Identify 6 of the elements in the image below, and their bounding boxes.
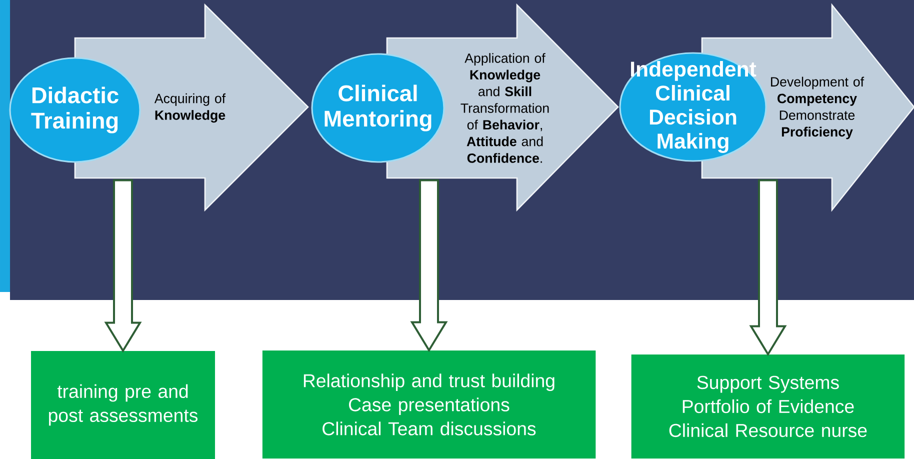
activity-box: training pre and post assessments bbox=[31, 351, 215, 459]
hollow-arrow bbox=[410, 179, 448, 352]
hollow-arrow bbox=[749, 179, 787, 356]
activity-box: Relationship and trust building Case presentations Clinical Team discussions bbox=[262, 350, 596, 458]
activity-box: Support Systems Portfolio of Evidence Clinical Resource nurse bbox=[631, 354, 905, 458]
hollow-arrow bbox=[104, 179, 142, 353]
